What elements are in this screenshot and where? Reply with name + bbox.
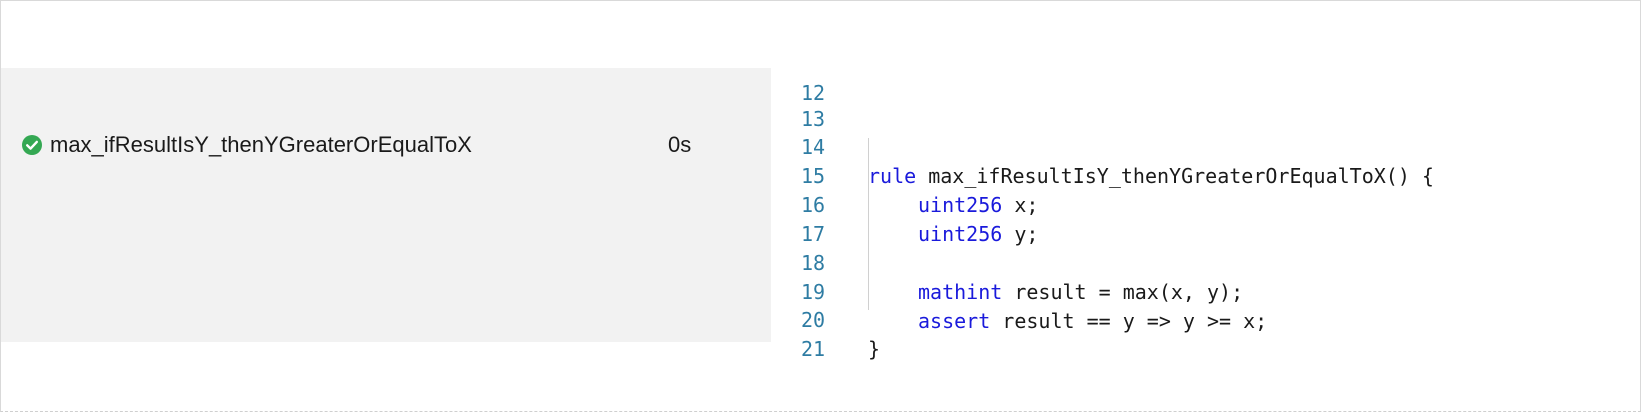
line-number: 12	[801, 81, 826, 105]
code-line: 21	[771, 306, 1639, 361]
code-line: 20 }	[771, 277, 1639, 361]
rule-duration: 0s	[668, 132, 692, 157]
check-circle-icon	[22, 135, 42, 155]
line-number: 18	[801, 251, 826, 275]
code-text: max_ifResultIsY_thenYGreaterOrEqualToX()…	[916, 164, 1434, 188]
line-number: 13	[801, 107, 826, 131]
code-text: }	[868, 337, 881, 361]
code-line: 17	[771, 191, 1639, 246]
code-text: x;	[1002, 193, 1039, 217]
line-number: 15	[801, 164, 826, 188]
indent-guide	[868, 138, 869, 310]
code-text: result = max(x, y);	[1002, 280, 1244, 304]
line-number: 19	[801, 280, 826, 304]
code-line: 18 mathint result = max(x, y);	[771, 220, 1639, 304]
rule-results-panel	[1, 68, 771, 342]
code-keyword: mathint	[918, 280, 1003, 304]
code-keyword: assert	[918, 309, 991, 333]
code-line: 13	[771, 76, 1639, 131]
code-line: 15 uint256 x;	[771, 133, 1639, 217]
code-keyword: uint256	[918, 193, 1003, 217]
code-text: y;	[1002, 222, 1039, 246]
code-keyword: uint256	[918, 222, 1003, 246]
line-number: 21	[801, 337, 826, 361]
code-line: 14 rule max_ifResultIsY_thenYGreaterOrEq…	[771, 104, 1639, 188]
line-number: 20	[801, 308, 826, 332]
line-number: 14	[801, 135, 826, 159]
line-number: 16	[801, 193, 826, 217]
code-line: 19 assert result == y => y >= x;	[771, 249, 1639, 333]
code-editor[interactable]: 12 13 14 rule max_ifResultIsY_thenYGreat…	[771, 68, 1639, 361]
code-keyword: rule	[868, 164, 917, 188]
rule-name-link[interactable]: max_ifResultIsY_thenYGreaterOrEqualToX	[50, 132, 472, 157]
code-line: 12	[771, 50, 1639, 105]
code-text: result == y => y >= x;	[990, 309, 1268, 333]
code-line: 16 uint256 y;	[771, 162, 1639, 246]
line-number: 17	[801, 222, 826, 246]
